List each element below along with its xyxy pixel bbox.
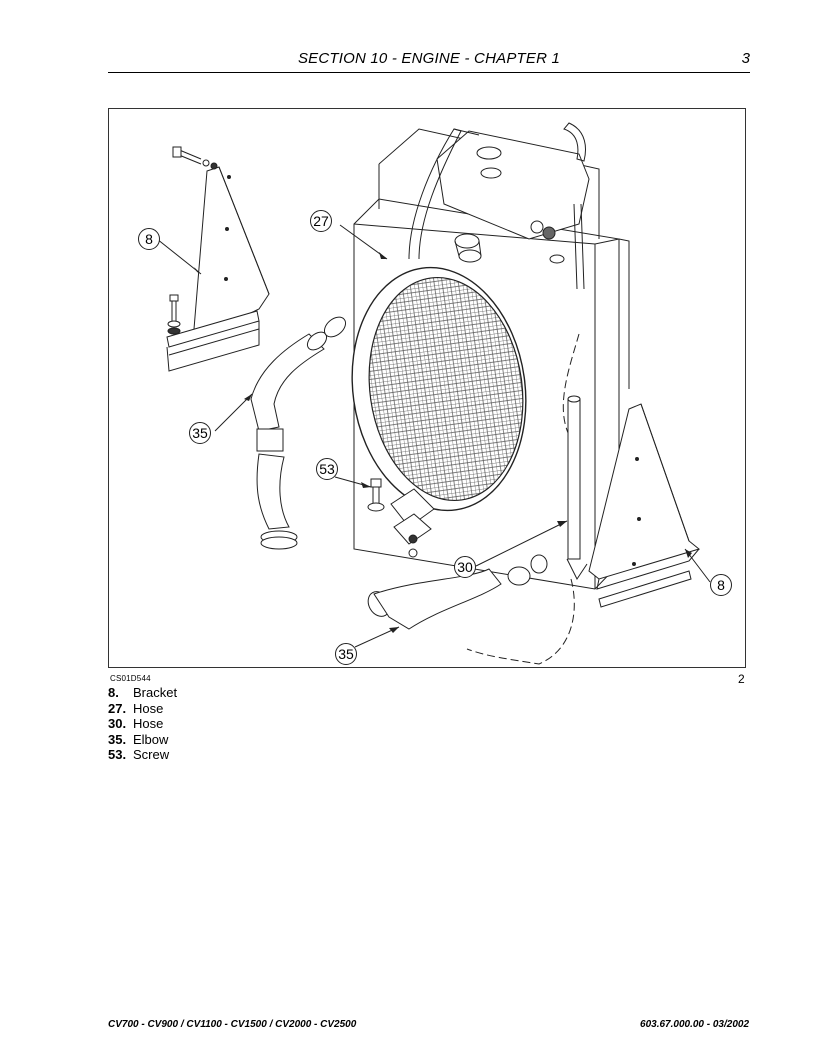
legend-number: 27. <box>108 700 127 716</box>
callout-circle <box>454 556 476 578</box>
legend-number: 30. <box>108 716 127 732</box>
right-bracket-drawing <box>588 403 701 608</box>
radiator-drawing <box>351 122 630 665</box>
parts-legend: 8. Bracket 27. Hose 30. Hose 35. Elbow 53. Sc… <box>108 685 177 763</box>
legend-item: 35. Elbow <box>108 732 177 748</box>
callout-circle <box>138 228 160 250</box>
legend-label: Elbow <box>133 731 169 747</box>
page-number: 3 <box>741 50 750 67</box>
callout-8: 8 <box>710 574 732 596</box>
lower-elbow-drawing <box>367 554 548 630</box>
upper-elbow-drawing <box>250 316 347 550</box>
legend-number: 8. <box>108 685 119 700</box>
callout-label: 8 <box>145 231 153 247</box>
legend-number: 35. <box>108 731 127 747</box>
callout-label: 53 <box>319 461 335 477</box>
callout-label: 27 <box>313 213 329 229</box>
callout-circle <box>710 574 732 596</box>
legend-label: Screw <box>133 747 170 763</box>
callout-35: 35 <box>335 643 357 665</box>
diagram-drawing: 8 27 35 53 30 8 35 <box>138 122 732 665</box>
vertical-hose-drawing <box>566 395 588 580</box>
callout-27: 27 <box>310 210 332 232</box>
leader-arrowheads <box>194 252 692 633</box>
figure-number: 2 <box>738 672 745 686</box>
legend-item: 8. Bracket <box>108 685 177 701</box>
legend-item: 30. Hose <box>108 716 177 732</box>
legend-number: 53. <box>108 747 127 763</box>
callout-circle <box>316 458 338 480</box>
legend-item: 53. Screw <box>108 747 177 763</box>
callout-circle <box>189 422 211 444</box>
callout-8: 8 <box>138 228 160 250</box>
radiator-exploded-diagram: 8 27 35 53 30 8 35 <box>108 108 746 668</box>
callout-label: 30 <box>457 559 473 575</box>
legend-item: 27. Hose <box>108 701 177 717</box>
legend-label: Hose <box>133 716 164 732</box>
legend-label: Bracket <box>133 685 178 700</box>
callout-label: 35 <box>338 646 354 662</box>
section-title: SECTION 10 - ENGINE - CHAPTER 1 <box>297 50 561 67</box>
page-header: SECTION 10 - ENGINE - CHAPTER 1 3 <box>108 48 750 73</box>
callout-53: 53 <box>316 458 338 480</box>
callout-30: 30 <box>454 556 476 578</box>
callout-circle <box>335 643 357 665</box>
legend-label: Hose <box>133 700 164 716</box>
screw-hardware-drawing <box>367 478 435 558</box>
callout-35: 35 <box>189 422 211 444</box>
footer-models: CV700 - CV900 / CV1100 - CV1500 / CV2000… <box>108 1019 357 1030</box>
callout-label: 8 <box>717 577 725 593</box>
figure-code: CS01D544 <box>110 674 151 683</box>
callout-circle <box>310 210 332 232</box>
callout-label: 35 <box>192 425 208 441</box>
footer-doc-ref: 603.67.000.00 - 03/2002 <box>640 1019 749 1030</box>
left-bracket-drawing <box>166 146 270 372</box>
